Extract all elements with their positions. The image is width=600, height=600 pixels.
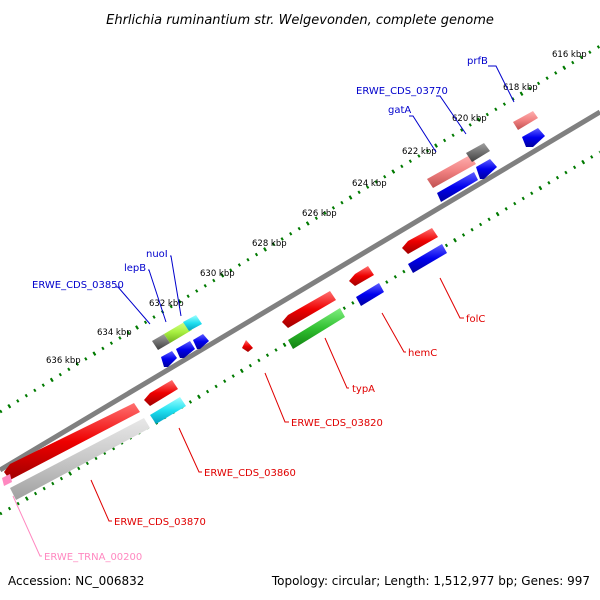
gene-typA-green[interactable]	[288, 308, 345, 349]
gene-typA[interactable]	[282, 291, 336, 328]
cds-arrow[interactable]	[476, 159, 497, 179]
gene-ERWE_CDS_03860-cyan[interactable]	[150, 397, 186, 424]
gene-ERWE_TRNA_00200[interactable]	[2, 474, 12, 486]
genome-backbone	[0, 109, 600, 473]
gene-label-gatA[interactable]: gatA	[388, 105, 411, 116]
accession-text: Accession: NC_006832	[8, 574, 144, 588]
gene-label-folC[interactable]: folC	[466, 314, 485, 325]
cds-arrow[interactable]	[408, 244, 447, 273]
forward-strand-features	[152, 111, 545, 367]
forward-gene-labels: prfB ERWE_CDS_03770 gatA nuoI lepB ERWE_…	[32, 56, 488, 291]
kbp-label: 616 kbp	[552, 50, 587, 60]
map-title: Ehrlichia ruminantium str. Welgevonden, …	[106, 13, 494, 28]
gene-label-hemC[interactable]: hemC	[408, 348, 437, 359]
kbp-label: 620 kbp	[452, 114, 487, 124]
trna-label-line	[12, 495, 42, 557]
gene-ERWE_CDS_03770[interactable]	[466, 143, 490, 162]
cds-arrow[interactable]	[522, 128, 545, 147]
kbp-label: 622 kbp	[402, 147, 437, 157]
reverse-gene-labels: folC hemC typA ERWE_CDS_03820 ERWE_CDS_0…	[44, 314, 485, 563]
gene-label-ERWE_CDS_03820[interactable]: ERWE_CDS_03820	[291, 418, 383, 429]
kbp-label: 636 kbp	[46, 356, 81, 366]
cds-arrow[interactable]	[437, 172, 478, 202]
kbp-label: 626 kbp	[302, 209, 337, 219]
cds-arrow[interactable]	[193, 334, 209, 349]
gene-folC[interactable]	[402, 228, 438, 254]
kbp-label: 624 kbp	[352, 179, 387, 189]
gene-label-nuoI[interactable]: nuoI	[146, 249, 168, 260]
reverse-strand-features	[2, 228, 447, 500]
gene-ERWE_CDS_03860[interactable]	[144, 380, 178, 406]
cds-arrow[interactable]	[161, 351, 177, 367]
kbp-label: 632 kbp	[149, 299, 184, 309]
gene-label-lepB[interactable]: lepB	[124, 263, 146, 274]
kbp-label: 618 kbp	[503, 83, 538, 93]
gene-nuoI[interactable]	[183, 315, 202, 331]
gene-label-prfB[interactable]: prfB	[467, 56, 488, 67]
gene-ERWE_CDS_03870[interactable]	[4, 403, 140, 480]
kbp-tick-labels: 616 kbp 618 kbp 620 kbp 622 kbp 624 kbp …	[46, 50, 587, 366]
gene-lepB[interactable]	[164, 321, 192, 343]
gene-label-ERWE_CDS_03870[interactable]: ERWE_CDS_03870	[114, 517, 206, 528]
gene-label-ERWE_CDS_03860[interactable]: ERWE_CDS_03860	[204, 468, 296, 479]
reverse-label-lines	[90, 277, 464, 522]
gene-label-typA[interactable]: typA	[352, 384, 375, 395]
gene-label-ERWE_TRNA_00200[interactable]: ERWE_TRNA_00200	[44, 552, 142, 563]
upper-tick-track	[0, 44, 600, 414]
forward-label-lines	[116, 65, 515, 325]
kbp-label: 634 kbp	[97, 328, 132, 338]
gene-label-ERWE_CDS_03770[interactable]: ERWE_CDS_03770	[356, 86, 448, 97]
cds-arrow[interactable]	[356, 283, 384, 306]
gene-hemC[interactable]	[349, 266, 374, 286]
gene-ERWE_CDS_03820[interactable]	[242, 340, 253, 352]
gene-prfB[interactable]	[513, 111, 538, 130]
gene-gatA[interactable]	[427, 155, 476, 188]
gene-label-ERWE_CDS_03850[interactable]: ERWE_CDS_03850	[32, 280, 124, 291]
kbp-label: 630 kbp	[200, 269, 235, 279]
topology-text: Topology: circular; Length: 1,512,977 bp…	[271, 574, 590, 588]
kbp-label: 628 kbp	[252, 239, 287, 249]
gene-ERWE_CDS_03850[interactable]	[152, 334, 170, 350]
gene-ERWE_CDS_03870-gray[interactable]	[10, 418, 150, 500]
cds-arrow[interactable]	[176, 341, 195, 358]
